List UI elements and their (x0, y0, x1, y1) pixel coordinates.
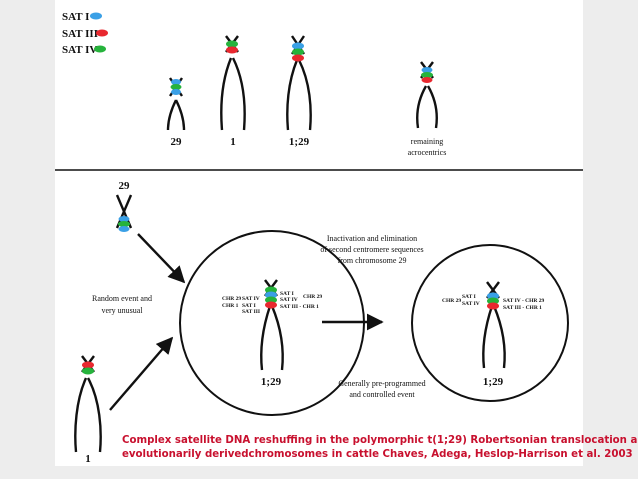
remaining-sat-iv-marker (421, 72, 433, 78)
label-29-bottom: 29 (119, 180, 131, 192)
circle1-left-chr29: CHR 29 (222, 296, 241, 302)
figure-caption: Complex satellite DNA reshuffing in the … (122, 434, 638, 462)
preprogrammed-text-1: Generally pre-programmed (338, 379, 425, 388)
label-acrocentrics: acrocentrics (408, 148, 447, 157)
preprogrammed-text-2: and controlled event (349, 390, 415, 399)
legend: SAT I SAT III SAT IV (62, 11, 108, 56)
legend-label-sat-iv: SAT IV (62, 44, 97, 56)
circle2-left-sat-i: SAT I (462, 294, 476, 300)
caption-line-1: Complex satellite DNA reshuffing in the … (122, 435, 638, 446)
circle1-sat-iii (265, 301, 277, 309)
legend-label-sat-iii: SAT III (62, 28, 98, 40)
inactivation-text-1: Inactivation and elimination (327, 234, 417, 243)
random-event-text-1: Random event and (92, 294, 152, 303)
chr29-sat-iv-marker (170, 84, 182, 90)
chr1-29-sat-i-marker (292, 42, 304, 50)
circle1-left-sat-iii: SAT III (242, 309, 260, 315)
inactivation-text-3: from chromosome 29 (338, 256, 407, 265)
legend-label-sat-i: SAT I (62, 11, 89, 23)
caption-line-2: evolutionarily derivedchromosomes in cat… (122, 449, 633, 460)
legend-swatch-sat-i (90, 12, 102, 20)
circle2-right-line1: SAT IV - CHR 29 (503, 298, 545, 304)
circle2-left-chr29: CHR 29 (442, 298, 461, 304)
circle1-sat-iv-lower (265, 296, 277, 304)
label-1-top: 1 (230, 136, 236, 148)
circle1-label-1-29: 1;29 (261, 376, 282, 388)
circle2-label-1-29: 1;29 (483, 376, 504, 388)
chr29-sat-i-marker (171, 79, 181, 85)
circle1-sat-i (265, 291, 277, 299)
bottom-chr29-sat-iv (118, 221, 130, 227)
circle2-right-line2: SAT III - CHR 1 (503, 305, 542, 311)
legend-swatch-sat-iv (94, 45, 106, 53)
bottom-chr1-sat-iii (82, 361, 94, 369)
random-event-text-2: very unusual (101, 306, 143, 315)
circle1-left-sat-i: SAT I (242, 303, 256, 309)
circle1-right-chr29: CHR 29 (303, 294, 322, 300)
arrow-chr29-to-circle (137, 233, 186, 284)
circle2-sat-i (487, 292, 499, 300)
label-remaining: remaining (411, 137, 443, 146)
chr1-29-sat-iii-marker (292, 54, 304, 62)
chr1-sat-iii-marker (226, 46, 238, 54)
label-29-top: 29 (171, 136, 183, 148)
remaining-sat-iii-marker (421, 77, 433, 83)
legend-swatch-sat-iii (96, 29, 108, 37)
circle1-right-sat-iv: SAT IV (280, 297, 298, 303)
circle1-sat-iv-upper (265, 286, 277, 294)
circle1-left-chr1: CHR 1 (222, 303, 239, 309)
label-1-bottom: 1 (85, 453, 91, 465)
chr1-sat-iv-marker (226, 40, 238, 48)
bottom-chr29-sat-i-lower (118, 226, 130, 232)
result-circle (411, 244, 569, 402)
arrow-chr1-to-circle (109, 336, 174, 411)
circle1-left-sat-iv: SAT IV (242, 296, 260, 302)
label-1-29-top: 1;29 (289, 136, 310, 148)
circle2-sat-iii (487, 302, 499, 310)
chr1-29-sat-iv-marker (292, 48, 304, 56)
circle1-right-sat-iii: SAT III - CHR 1 (280, 304, 319, 310)
bottom-chr1-sat-iv (82, 367, 94, 375)
bottom-chr29-sat-i-upper (118, 216, 130, 222)
circle2-sat-iv (487, 297, 499, 305)
circle1-right-sat-i: SAT I (280, 291, 294, 297)
circle2-left-sat-iv: SAT IV (462, 301, 480, 307)
inactivation-text-2: of second centromere sequences (320, 245, 423, 254)
remaining-sat-i-marker (421, 67, 433, 73)
chr29-sat-i-marker-lower (171, 89, 181, 95)
